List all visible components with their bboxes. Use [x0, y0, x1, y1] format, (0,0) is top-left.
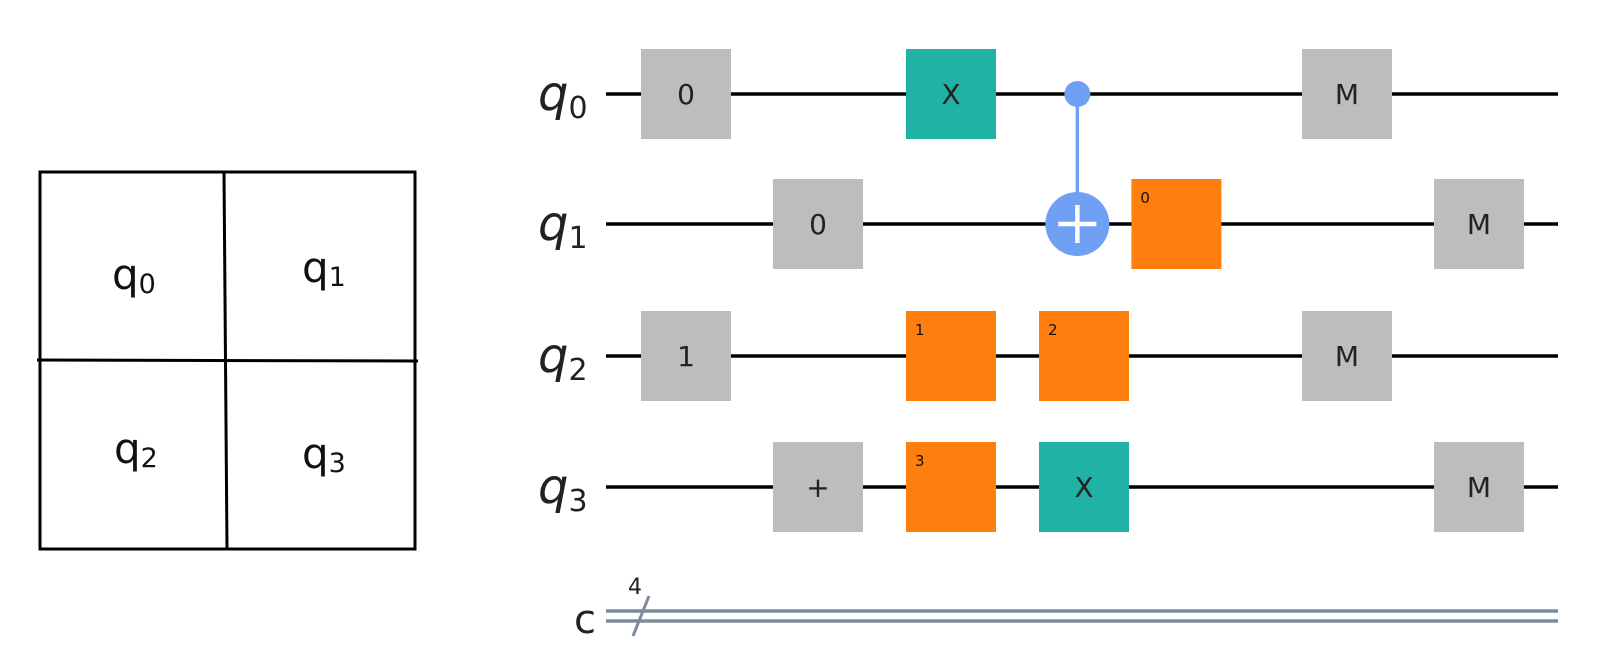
gate-q2-1: 1: [641, 311, 731, 401]
classical-register: 4: [606, 575, 1558, 637]
gate-q3-x: X: [1039, 442, 1129, 532]
gate-box: [641, 311, 731, 401]
gate-box: [1302, 311, 1392, 401]
wire-label-subscript: 2: [568, 353, 587, 388]
gate-box: [773, 179, 863, 269]
gate-label: X: [941, 78, 960, 111]
wire-label-q3: q3: [538, 459, 588, 519]
gate-box: [906, 442, 996, 532]
gate-label: 2: [1048, 321, 1058, 339]
gate-label: M: [1335, 78, 1359, 111]
gate-label: 0: [677, 78, 695, 111]
gate-box: [1131, 179, 1222, 269]
gate-box: [1039, 442, 1129, 532]
gate-box: [641, 49, 731, 139]
gate-q1-0: 0: [1131, 179, 1222, 269]
gate-label: 1: [915, 321, 925, 339]
gate-box: [1302, 49, 1392, 139]
qubit-grid: q0 q1 q2 q3: [36, 170, 419, 551]
classical-register-label: c: [574, 597, 596, 643]
gate-q0-m: M: [1302, 49, 1392, 139]
qubit-wires: [606, 92, 1558, 489]
cnot-control-dot: [1064, 81, 1091, 107]
wire-label-subscript: 1: [568, 221, 587, 256]
wire-label-base: q: [538, 459, 568, 515]
gate-q0-0: 0: [641, 49, 731, 139]
cnot-gate: [1045, 81, 1110, 256]
gate-label: 0: [809, 208, 827, 241]
gate-q3-m: M: [1434, 442, 1524, 532]
gate-label: M: [1467, 471, 1491, 504]
grid-cell-q2: q2: [114, 424, 158, 474]
gate-q2-m: M: [1302, 311, 1392, 401]
gate-box: [906, 311, 996, 401]
wire-label-subscript: 3: [568, 484, 587, 519]
gate-q3-plus: +: [773, 442, 863, 532]
grid-cell-q0: q0: [112, 250, 156, 300]
gate-box: [1434, 442, 1524, 532]
register-width-slash: [631, 595, 651, 637]
gate-box: [773, 442, 863, 532]
grid-cell-q3: q3: [302, 429, 346, 479]
gate-label: 0: [1140, 189, 1150, 207]
gate-q3-3: 3: [906, 442, 996, 532]
gate-label: M: [1335, 340, 1359, 373]
register-width-label: 4: [628, 575, 642, 600]
gate-q1-0: 0: [773, 179, 863, 269]
gate-label: 3: [915, 452, 925, 470]
gate-box: [1434, 179, 1524, 269]
gate-box: [906, 49, 996, 139]
wire-label-q0: q0: [538, 66, 588, 126]
grid-cell-q1: q1: [302, 243, 346, 293]
gate-q2-2: 2: [1039, 311, 1129, 401]
wire-label-base: q: [538, 66, 568, 122]
gate-label: +: [806, 471, 829, 504]
wire-label-q2: q2: [538, 328, 588, 388]
grid-divider-horizontal: [36, 358, 419, 363]
gate-q0-x: X: [906, 49, 996, 139]
gate-label: X: [1074, 471, 1093, 504]
wire-label-base: q: [538, 328, 568, 384]
wire-label-subscript: 0: [568, 91, 587, 126]
gate-label: M: [1467, 208, 1491, 241]
gate-q2-1: 1: [906, 311, 996, 401]
wire-label-base: q: [538, 196, 568, 252]
gate-label: 1: [677, 340, 695, 373]
gate-q1-m: M: [1434, 179, 1524, 269]
wire-label-q1: q1: [538, 196, 588, 256]
gate-box: [1039, 311, 1129, 401]
